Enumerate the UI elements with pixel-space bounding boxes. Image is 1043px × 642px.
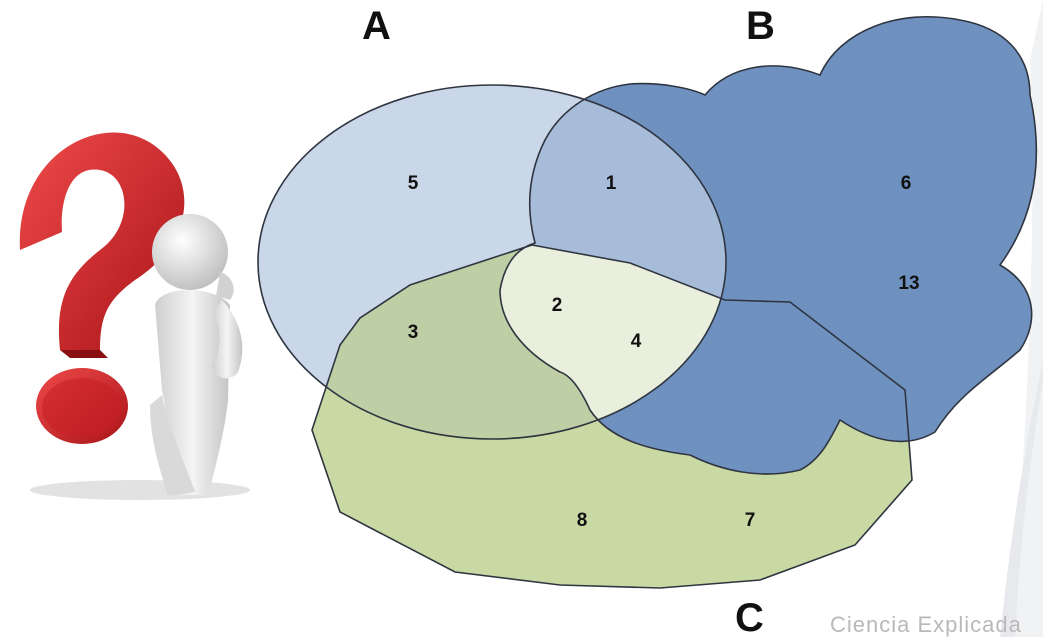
region-label: 8 [577, 510, 588, 531]
region-label: 4 [631, 331, 642, 352]
region-label: 13 [898, 273, 919, 294]
set-b-label: B [746, 4, 775, 48]
region-label: 7 [745, 510, 756, 531]
region-label: 5 [408, 173, 419, 194]
region-labels: 5 1 6 13 3 2 4 8 7 [408, 173, 920, 531]
region-label: 2 [552, 295, 563, 316]
set-c-label: C [735, 596, 764, 640]
set-a-label: A [362, 4, 391, 48]
region-label: 6 [901, 173, 912, 194]
region-label: 1 [606, 173, 617, 194]
watermark-text: Ciencia Explicada [830, 612, 1022, 637]
region-label: 3 [408, 322, 419, 343]
question-mark-thinking-figure-icon [19, 132, 250, 500]
